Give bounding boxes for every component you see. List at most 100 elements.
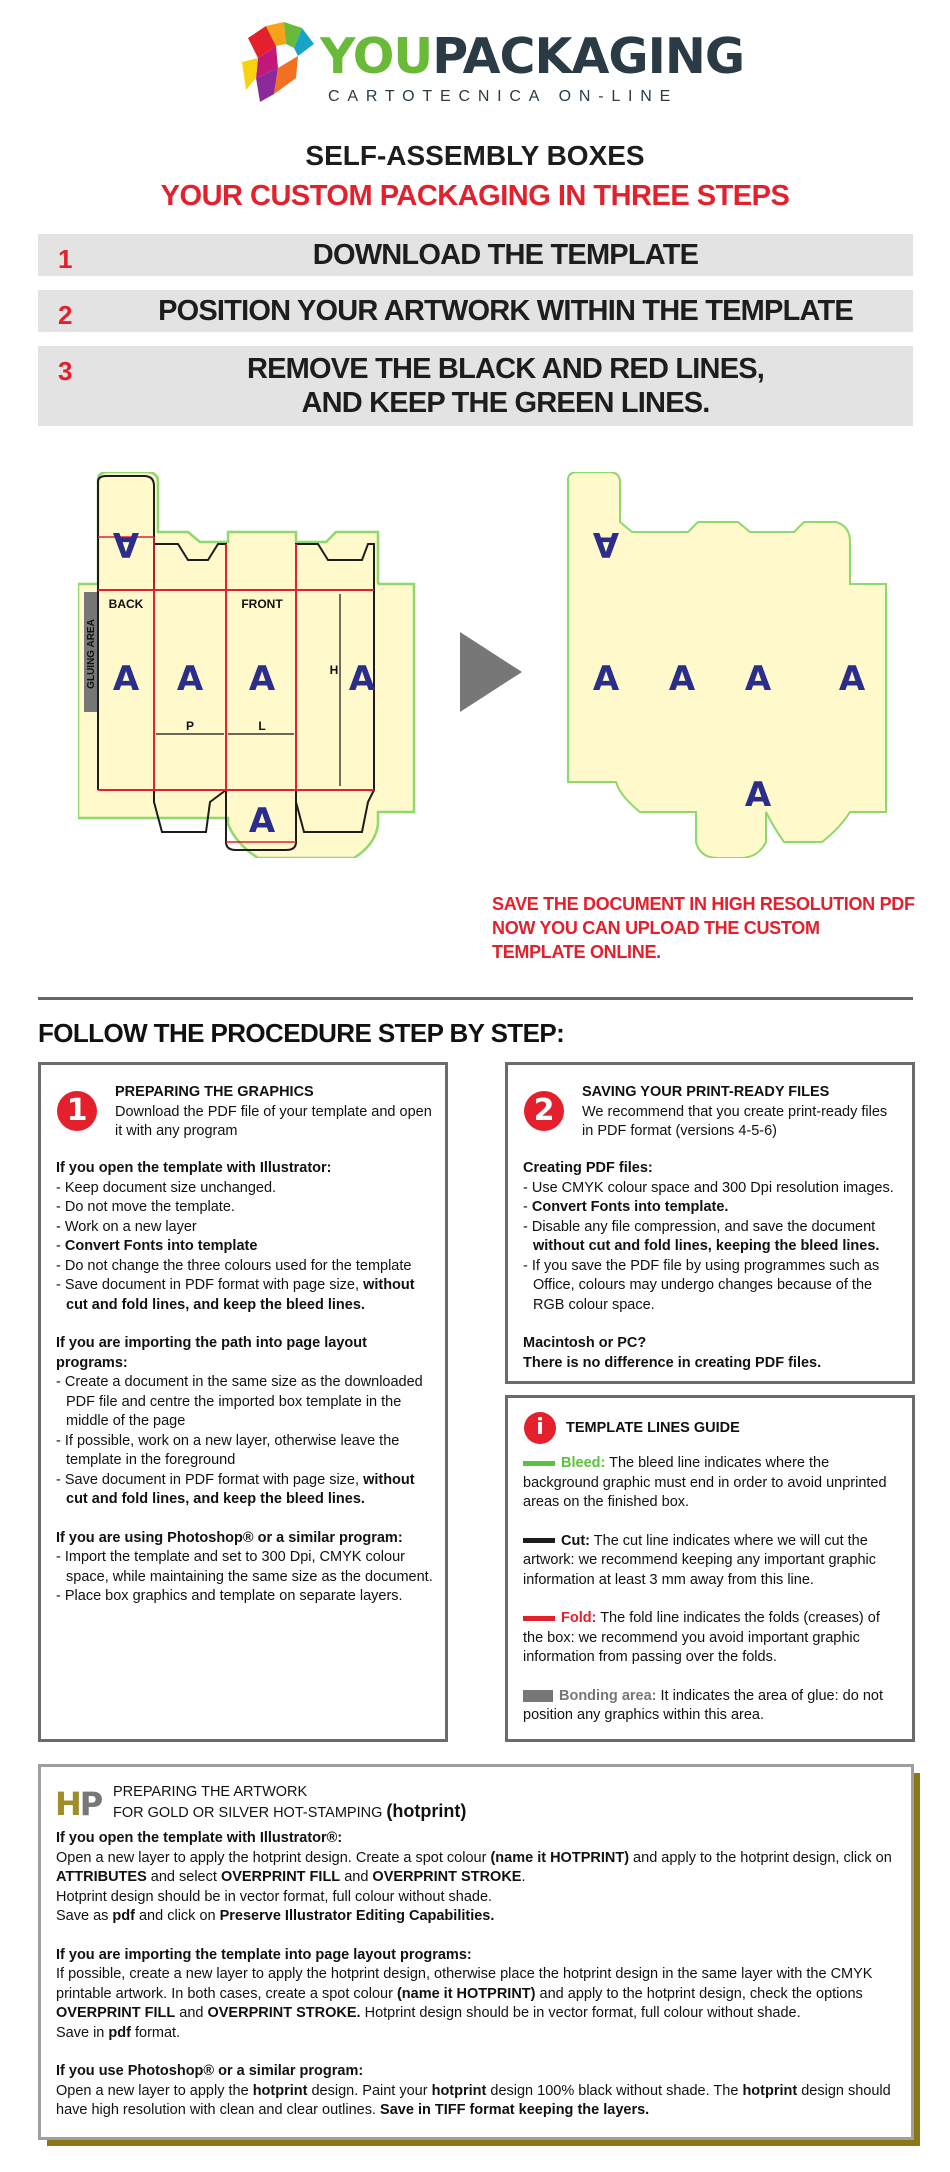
list-item: - Use CMYK colour space and 300 Dpi reso… bbox=[523, 1179, 894, 1196]
panel-letter: A bbox=[249, 659, 276, 699]
bold-text: hotprint bbox=[252, 2082, 308, 2099]
text: and bbox=[175, 2005, 208, 2021]
list-item: - Save document in PDF format with page … bbox=[56, 1471, 433, 1510]
fold-legend: Fold: The fold line indicates the folds … bbox=[523, 1609, 900, 1668]
step-text-line: REMOVE THE BLACK AND RED LINES, bbox=[246, 353, 765, 385]
glue-area bbox=[84, 592, 98, 712]
text: and select bbox=[146, 1869, 221, 1885]
text: format. bbox=[130, 2024, 181, 2041]
text: Hotprint design should be in vector form… bbox=[360, 2005, 801, 2021]
box-header: SAVING YOUR PRINT-READY FILES We recomme… bbox=[582, 1083, 902, 1142]
dim-h-label: H bbox=[330, 663, 339, 677]
text: - Save document in PDF format with page … bbox=[56, 1277, 364, 1293]
text: and bbox=[340, 1869, 373, 1885]
saving-files-box: 2 SAVING YOUR PRINT-READY FILES We recom… bbox=[505, 1062, 915, 1384]
step-number: 3 bbox=[58, 356, 73, 386]
hp-title-line: FOR GOLD OR SILVER HOT-STAMPING (hotprin… bbox=[113, 1802, 466, 1823]
legend-text: The bleed line indicates where the backg… bbox=[523, 1455, 887, 1510]
bold-text: OVERPRINT FILL bbox=[220, 1869, 341, 1885]
panel-letter: A bbox=[592, 524, 619, 564]
arrow-right-icon bbox=[460, 632, 522, 712]
save-note-line: SAVE THE DOCUMENT IN HIGH RESOLUTION PDF bbox=[492, 894, 915, 914]
save-note: SAVE THE DOCUMENT IN HIGH RESOLUTION PDF… bbox=[492, 892, 915, 964]
bleed-line-icon bbox=[523, 1460, 555, 1466]
panel-letter: A bbox=[745, 659, 772, 699]
fold-line-icon bbox=[523, 1615, 555, 1621]
bold-text: without cut and fold lines, keeping the … bbox=[533, 1238, 880, 1254]
hotprint-box: HP PREPARING THE ARTWORK FOR GOLD OR SIL… bbox=[38, 1764, 920, 2146]
bold-text: hotprint bbox=[742, 2082, 798, 2099]
list-item: - Place box graphics and template on sep… bbox=[56, 1588, 403, 1604]
cut-line-icon bbox=[523, 1538, 555, 1544]
hp-title: PREPARING THE ARTWORK FOR GOLD OR SILVER… bbox=[113, 1783, 466, 1823]
list-item: - Convert Fonts into template. bbox=[523, 1199, 729, 1215]
text: - Disable any file compression, and save… bbox=[523, 1218, 876, 1235]
bold-text: pdf bbox=[108, 2024, 131, 2041]
panel-letter: A bbox=[249, 801, 276, 841]
box-body: If you open the template with Illustrato… bbox=[56, 1159, 433, 1607]
text: design 100% black without shade. The bbox=[486, 2082, 743, 2099]
panel-letter: A bbox=[112, 524, 139, 564]
bold-text: Convert Fonts into template. bbox=[531, 1199, 729, 1215]
section-title: FOLLOW THE PROCEDURE STEP BY STEP: bbox=[38, 1018, 565, 1048]
page-subtitle: YOUR CUSTOM PACKAGING IN THREE STEPS bbox=[160, 180, 790, 212]
text: - Save document in PDF format with page … bbox=[56, 1471, 364, 1488]
list-item: - Keep document size unchanged. bbox=[56, 1179, 277, 1196]
bold-text: without cut and fold lines, and keep the… bbox=[66, 1471, 415, 1508]
text: Save as bbox=[56, 1908, 113, 1924]
finished-template-diagram: A A A A A A bbox=[567, 472, 887, 858]
dim-l-label: L bbox=[258, 719, 265, 733]
step-text-line: AND KEEP THE GREEN LINES. bbox=[301, 387, 710, 419]
paragraph: Open a new layer to apply the hotprint d… bbox=[56, 1849, 892, 1886]
list-item: - Work on a new layer bbox=[56, 1218, 197, 1235]
panel-letter: A bbox=[349, 659, 376, 699]
legend-text: The fold line indicates the folds (creas… bbox=[523, 1610, 880, 1665]
subhead: If you are importing the path into page … bbox=[56, 1335, 367, 1371]
template-lines-guide-box: i TEMPLATE LINES GUIDE Bleed: The bleed … bbox=[505, 1395, 915, 1742]
cut-legend: Cut: The cut line indicates where we wil… bbox=[523, 1532, 900, 1591]
bold-text: OVERPRINT STROKE. bbox=[207, 2005, 361, 2021]
subhead: If you are importing the template into p… bbox=[56, 1946, 472, 1963]
legend-label: Bonding area: bbox=[559, 1687, 657, 1704]
paragraph: Save in pdf format. bbox=[56, 2024, 897, 2044]
panel-letter: A bbox=[839, 659, 866, 699]
box-desc: We recommend that you create print-ready… bbox=[582, 1103, 888, 1140]
legend-text: It indicates the area of glue: do not po… bbox=[523, 1687, 883, 1724]
panel-letter: A bbox=[745, 775, 772, 815]
bold-text: hotprint bbox=[431, 2082, 487, 2099]
legend-label: Fold: bbox=[561, 1610, 597, 1626]
hp-logo-icon: HP bbox=[55, 1785, 103, 1823]
bold-text: Convert Fonts into template bbox=[64, 1238, 258, 1254]
box-body: Creating PDF files: - Use CMYK colour sp… bbox=[523, 1159, 900, 1373]
panel-letter: A bbox=[669, 659, 696, 699]
step-2: 2 POSITION YOUR ARTWORK WITHIN THE TEMPL… bbox=[38, 290, 913, 332]
legend-label: Bleed: bbox=[561, 1455, 606, 1471]
dim-p-label: P bbox=[186, 719, 194, 733]
bold-text: without cut and fold lines, and keep the… bbox=[66, 1277, 415, 1313]
glue-legend: Bonding area: It indicates the area of g… bbox=[523, 1687, 900, 1726]
text: and apply to the hotprint design, click … bbox=[629, 1849, 892, 1866]
logo-wordmark: YOUPACKAGING bbox=[320, 32, 745, 81]
logo-mark-icon bbox=[242, 22, 314, 102]
panel-letter: A bbox=[113, 659, 140, 699]
text: Save in bbox=[56, 2024, 109, 2041]
text: and click on bbox=[134, 1908, 220, 1924]
paragraph: Save as pdf and click on Preserve Illust… bbox=[56, 1907, 897, 1927]
step-number: 1 bbox=[58, 244, 73, 274]
text: Open a new layer to apply the bbox=[56, 2082, 253, 2099]
subhead: Creating PDF files: bbox=[523, 1160, 653, 1176]
box-title: TEMPLATE LINES GUIDE bbox=[566, 1420, 740, 1436]
legend-text: The cut line indicates where we will cut… bbox=[523, 1532, 876, 1588]
list-item: - If possible, work on a new layer, othe… bbox=[56, 1432, 400, 1469]
hp-logo-p: P bbox=[79, 1785, 103, 1823]
step-number: 2 bbox=[58, 300, 73, 330]
hp-title-line: PREPARING THE ARTWORK bbox=[113, 1784, 308, 1800]
box-header: PREPARING THE GRAPHICS Download the PDF … bbox=[115, 1083, 433, 1142]
list-item: - Create a document in the same size as … bbox=[56, 1374, 423, 1429]
step-text: REMOVE THE BLACK AND RED LINES,AND KEEP … bbox=[98, 352, 913, 420]
subhead: If you use Photoshop® or a similar progr… bbox=[56, 2063, 364, 2079]
bleed-legend: Bleed: The bleed line indicates where th… bbox=[523, 1454, 900, 1513]
list-item: - If you save the PDF file by using prog… bbox=[523, 1257, 880, 1313]
bold-text: (name it HOTPRINT) bbox=[396, 1985, 536, 2002]
